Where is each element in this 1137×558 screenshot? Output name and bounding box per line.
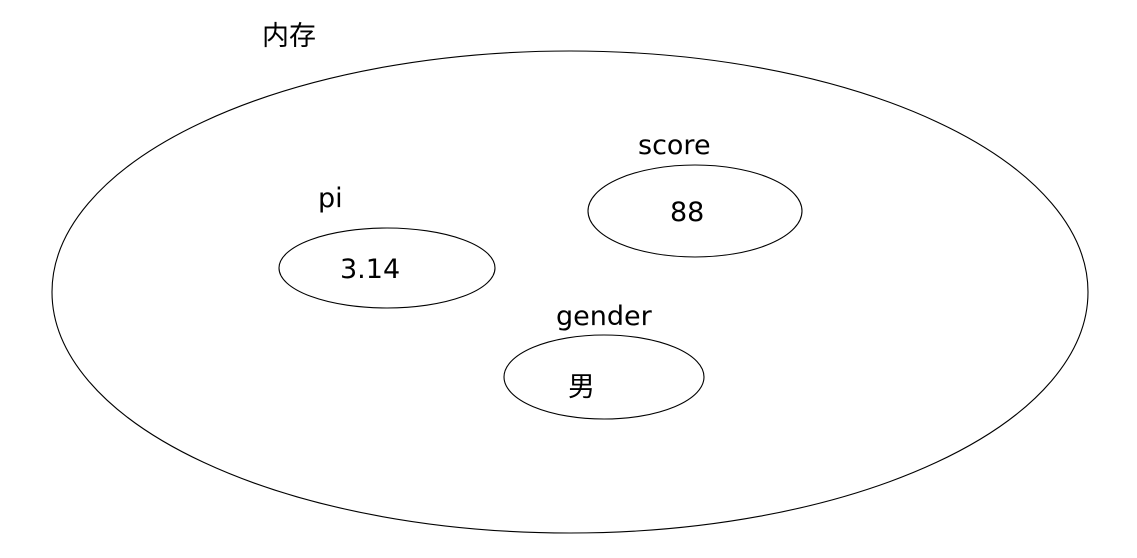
memory-container-label: 内存 (262, 21, 316, 52)
variable-ellipse-pi[interactable] (278, 227, 496, 309)
variable-value-gender: 男 (568, 372, 595, 403)
variable-ellipse-gender[interactable] (503, 334, 705, 420)
variable-label-gender: gender (556, 301, 653, 332)
variable-value-score: 88 (670, 197, 704, 228)
variable-label-score: score (638, 130, 711, 161)
variable-ellipse-score[interactable] (587, 164, 803, 258)
variable-value-pi: 3.14 (340, 254, 400, 285)
memory-container-ellipse[interactable] (51, 50, 1089, 534)
variable-label-pi: pi (318, 183, 343, 214)
